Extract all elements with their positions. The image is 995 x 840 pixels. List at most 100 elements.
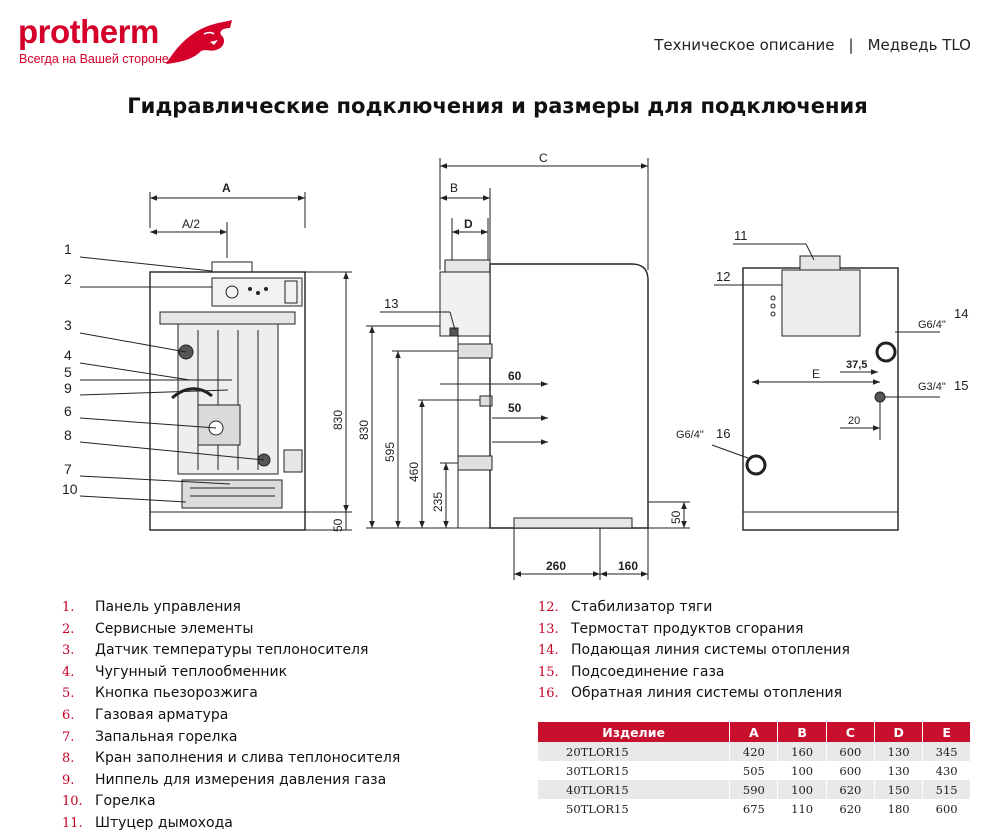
dim-a-half-label: A/2 (182, 217, 200, 231)
legend-num: 10. (62, 794, 83, 810)
header-separator: | (848, 36, 854, 54)
dim-e-label: E (812, 367, 820, 381)
callout-4: 4 (64, 347, 72, 363)
legend-text: Подсоединение газа (571, 663, 725, 680)
table-header-cell: D (874, 722, 923, 742)
connection-15-thread: G3/4" (918, 381, 946, 393)
callout-16: 16 (716, 426, 730, 441)
table-cell: 100 (777, 780, 827, 799)
front-view-labels: A A/2 830 50 1 2 3 4 5 9 6 8 7 10 (62, 181, 345, 532)
legend-item: 1.Панель управления (62, 597, 400, 619)
legend-item: 10. Горелка (62, 791, 400, 813)
side-dim-595-label: 595 (383, 442, 397, 462)
connection-16-thread: G6/4" (676, 429, 704, 441)
legend-text: Ниппель для измерения давления газа (95, 771, 387, 788)
rear-view (711, 243, 940, 531)
connection-14-thread: G6/4" (918, 319, 946, 331)
callout-11: 11 (734, 228, 748, 243)
callout-14: 14 (954, 306, 968, 321)
legend-num: 11. (62, 815, 83, 831)
table-cell: 430 (922, 761, 970, 780)
table-header-row: Изделие A B C D E (538, 722, 970, 742)
legend-num: 4. (62, 664, 75, 680)
legend-num: 12. (538, 600, 559, 615)
legend-left: 1.Панель управления 2.Сервисные элементы… (62, 597, 400, 835)
legend-text: Подающая линия системы отопления (571, 642, 850, 659)
table-cell: 675 (729, 799, 778, 818)
legend-text: Обратная линия системы отопления (571, 685, 843, 702)
legend-num: 16. (538, 686, 559, 702)
table-cell: 130 (874, 742, 923, 761)
callout-3: 3 (64, 317, 72, 333)
legend-text: Кран заполнения и слива теплоносителя (95, 750, 401, 767)
front-view (79, 192, 352, 531)
side-dim-260-label: 260 (546, 559, 566, 573)
page-title: Гидравлические подключения и размеры для… (127, 94, 868, 118)
table-cell: 180 (874, 799, 923, 818)
legend-text: Горелка (95, 793, 156, 810)
legend-item: 4.Чугунный теплообменник (62, 662, 400, 684)
legend-item: 3.Датчик температуры теплоносителя (62, 640, 400, 662)
callout-12: 12 (716, 269, 730, 284)
legend-item: 5. Кнопка пьезорозжига (62, 683, 400, 705)
side-dim-160-label: 160 (618, 559, 638, 573)
table-cell: 620 (825, 799, 875, 818)
legend-item: 7.Запальная горелка (62, 727, 400, 749)
protherm-logo: protherm Всегда на Вашей стороне (18, 12, 232, 70)
legend-num: 9. (62, 772, 75, 788)
callout-7: 7 (64, 461, 72, 477)
callout-2: 2 (64, 271, 72, 287)
table-cell: 505 (729, 761, 778, 780)
legend-text: Штуцер дымохода (95, 814, 233, 831)
callout-10: 10 (62, 481, 78, 497)
table-header-cell: Изделие (538, 722, 730, 742)
legend-item: 13. Термостат продуктов сгорания (538, 619, 850, 641)
table-cell-model: 40TLOR15 (538, 780, 730, 799)
legend-text: Термостат продуктов сгорания (571, 620, 804, 637)
legend-item: 11. Штуцер дымохода (62, 813, 400, 835)
brand-name: protherm (18, 13, 159, 50)
legend-text: Сервисные элементы (95, 620, 254, 637)
legend-text: Кнопка пьезорозжига (95, 685, 258, 702)
side-dim-50-label: 50 (508, 401, 522, 415)
side-dim-50-right-label: 50 (669, 510, 683, 524)
table-cell-model: 30TLOR15 (538, 761, 730, 780)
side-dim-830-label: 830 (357, 420, 371, 440)
table-cell: 150 (874, 780, 923, 799)
side-dim-460-label: 460 (407, 462, 421, 482)
side-view-labels: C B D 13 830 595 460 235 60 50 50 260 16… (357, 151, 683, 573)
side-view (366, 158, 690, 580)
legend-item: 12.Стабилизатор тяги (538, 597, 850, 619)
legend-text: Запальная горелка (95, 728, 238, 745)
side-dim-60-label: 60 (508, 369, 522, 383)
doc-type: Техническое описание (654, 36, 835, 54)
legend-num: 14. (538, 643, 559, 659)
legend-text: Датчик температуры теплоносителя (95, 642, 369, 659)
brand-tagline: Всегда на Вашей стороне (19, 52, 169, 66)
product-name: Медведь TLO (867, 36, 971, 54)
dim-20-label: 20 (848, 415, 860, 427)
table-cell: 620 (825, 780, 875, 799)
legend-text: Газовая арматура (95, 706, 229, 723)
callout-15: 15 (954, 378, 968, 393)
dim-37-5-label: 37,5 (846, 359, 867, 371)
legend-item: 16. Обратная линия системы отопления (538, 683, 850, 705)
legend-num: 6. (62, 707, 75, 723)
front-dim-830-label: 830 (331, 410, 345, 430)
legend-num: 8. (62, 751, 75, 767)
legend-item: 15.Подсоединение газа (538, 662, 850, 684)
table-cell: 110 (777, 799, 827, 818)
legend-item: 2.Сервисные элементы (62, 619, 400, 641)
dim-a-label: A (222, 181, 231, 195)
dimensions-table: Изделие A B C D E 20TLOR15 420 160 600 1… (538, 722, 970, 818)
table-header-cell: B (777, 722, 827, 742)
table-cell: 515 (922, 780, 970, 799)
legend-num: 5. (62, 686, 75, 702)
legend-num: 13. (538, 621, 559, 637)
front-dim-50-label: 50 (331, 518, 345, 532)
legend-num: 1. (62, 600, 75, 615)
table-cell: 345 (922, 742, 970, 761)
table-cell: 130 (874, 761, 923, 780)
table-header-cell: A (729, 722, 778, 742)
callout-6: 6 (64, 403, 72, 419)
